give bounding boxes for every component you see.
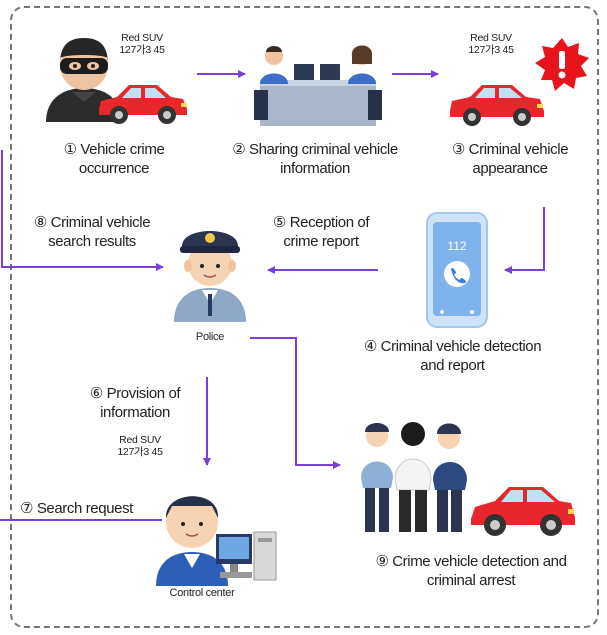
- arrest-icon: [355, 418, 475, 539]
- step-2-line1: ② Sharing criminal vehicle: [232, 141, 398, 158]
- step-4-label: ④ Criminal vehicle detection and report: [340, 337, 565, 375]
- step-8-line1: ⑧ Criminal vehicle: [33, 214, 151, 231]
- police-label: Police: [195, 331, 225, 343]
- plate-tag-3: Red SUV 127가3 45: [457, 32, 525, 56]
- step-4-line2: and report: [420, 357, 485, 374]
- step-7-line1: ⑦ Search request: [20, 500, 133, 517]
- operators-icon: [250, 34, 386, 131]
- plate-model: Red SUV: [470, 32, 512, 44]
- plate-number: 127가3 45: [119, 44, 165, 56]
- step-5-line1: ⑤ Reception of: [272, 214, 370, 231]
- red-car-icon: [467, 481, 577, 544]
- step-9-label: ⑨ Crime vehicle detection and criminal a…: [356, 552, 586, 590]
- step-1-line1: ① Vehicle crime: [63, 141, 165, 158]
- red-car-icon: [446, 79, 546, 132]
- step-5-label: ⑤ Reception of crime report: [256, 213, 386, 251]
- step-2-line2: information: [280, 160, 350, 177]
- phone-number: 112: [447, 239, 466, 253]
- plate-number: 127가3 45: [468, 44, 514, 56]
- control-operator-icon: [150, 474, 280, 591]
- police-officer-icon: [170, 212, 250, 327]
- plate-model: Red SUV: [119, 434, 161, 446]
- step-3-line2: appearance: [472, 160, 548, 177]
- step-3-line1: ③ Criminal vehicle: [451, 141, 569, 158]
- step-6-label: ⑥ Provision of information: [70, 384, 200, 422]
- arrow-8-search-results: [1, 150, 164, 271]
- red-car-icon: [95, 79, 189, 130]
- step-8-line2: search results: [48, 233, 136, 250]
- plate-number: 127가3 45: [117, 446, 163, 458]
- thief-icon: [44, 30, 124, 127]
- step-2-label: ② Sharing criminal vehicle information: [215, 140, 415, 178]
- plate-model: Red SUV: [121, 32, 163, 44]
- step-9-line1: ⑨ Crime vehicle detection and: [375, 553, 567, 570]
- step-6-line2: information: [100, 404, 170, 421]
- step-5-line2: crime report: [283, 233, 359, 250]
- arrow-police-to-arrest: [250, 337, 341, 469]
- step-7-label: ⑦ Search request: [20, 499, 160, 518]
- step-4-line1: ④ Criminal vehicle detection: [363, 338, 542, 355]
- alert-burst-icon: [535, 38, 589, 97]
- control-center-label: Control center: [169, 587, 235, 599]
- plate-tag-1: Red SUV 127가3 45: [108, 32, 176, 56]
- arrow-3-to-4: [504, 207, 545, 274]
- smartphone-icon: 112: [426, 212, 488, 333]
- step-9-line2: criminal arrest: [426, 572, 516, 589]
- step-8-label: ⑧ Criminal vehicle search results: [12, 213, 172, 251]
- dashed-frame: [10, 6, 599, 628]
- step-6-line1: ⑥ Provision of: [89, 385, 181, 402]
- plate-tag-6: Red SUV 127가3 45: [106, 434, 174, 458]
- step-3-label: ③ Criminal vehicle appearance: [430, 140, 590, 178]
- step-1-line2: occurrence: [78, 160, 150, 177]
- step-1-label: ① Vehicle crime occurrence: [34, 140, 194, 178]
